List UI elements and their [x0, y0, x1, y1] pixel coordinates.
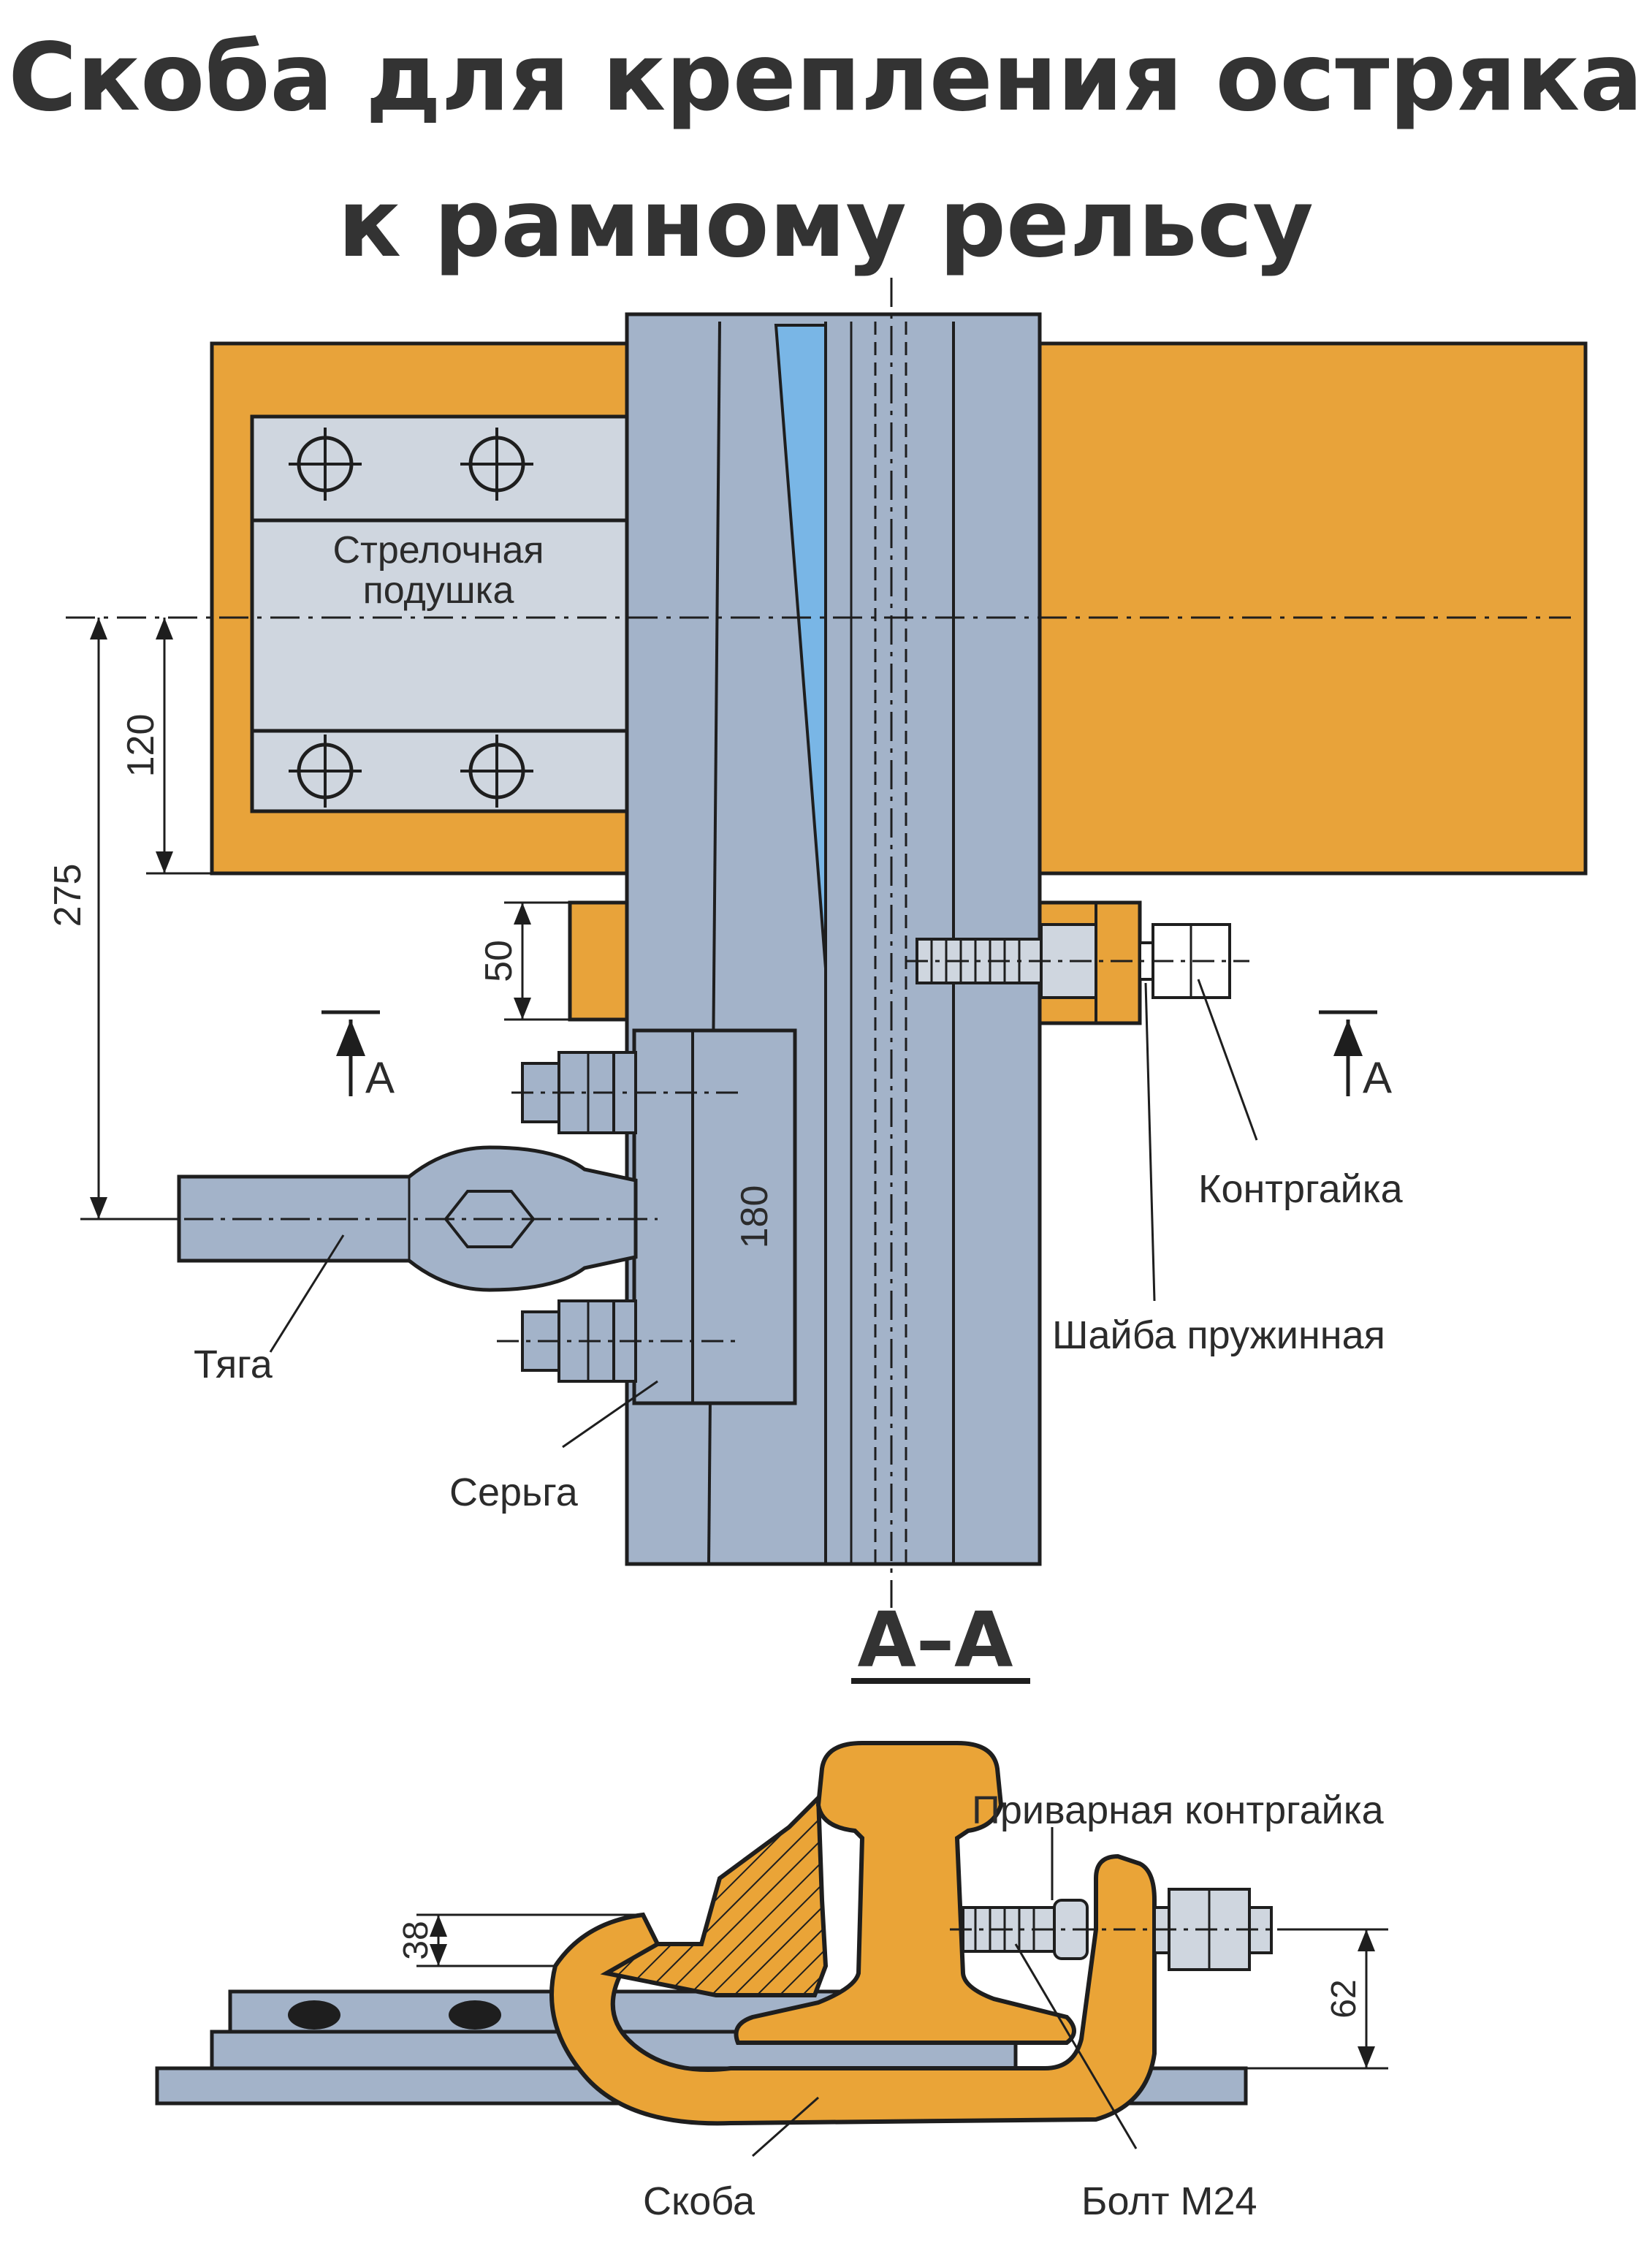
dimension-275 — [80, 618, 179, 1221]
rail-centerlines — [874, 278, 907, 1608]
earring-bolt-lower — [497, 1299, 738, 1383]
label-pad-line-1: Стрелочная — [332, 529, 544, 572]
dimension-38-label: 38 — [397, 1921, 435, 1959]
dimension-120 — [146, 618, 212, 875]
pad-hole — [289, 734, 362, 808]
section-mark-left — [321, 1010, 380, 1096]
dimension-275-label: 275 — [47, 864, 89, 927]
dimension-180-label: 180 — [734, 1185, 776, 1249]
label-bracket: Скоба — [643, 2179, 755, 2223]
label-welded-locknut: Приварная контргайка — [972, 1788, 1385, 1832]
point-blade — [774, 324, 827, 969]
section-mark-left-letter: А — [365, 1053, 395, 1102]
dimension-50-label: 50 — [478, 940, 520, 982]
leader-lines-section — [752, 1827, 1138, 2157]
frame-rail-section — [734, 1741, 1076, 2045]
dimension-38 — [416, 1913, 643, 1967]
label-rod: Тяга — [194, 1343, 273, 1386]
leader-lines-plan — [269, 979, 1258, 1449]
pad-hole — [289, 428, 362, 501]
dimension-120-label: 120 — [120, 714, 162, 778]
switch-pad: Стрелочная подушка — [250, 414, 634, 813]
title-line-1: Скоба для крепления остряка — [8, 23, 1643, 132]
bolt-m24 — [950, 1888, 1286, 1971]
dimension-62-label: 62 — [1325, 1979, 1363, 2018]
label-bolt-m24: Болт М24 — [1081, 2179, 1257, 2223]
dimension-50 — [504, 901, 570, 1021]
label-locknut: Контргайка — [1198, 1167, 1404, 1211]
label-pad-line-2: подушка — [363, 569, 514, 612]
title-line-2: к рамному рельсу — [338, 170, 1314, 278]
bolt-right — [906, 923, 1249, 999]
pad-hole — [460, 734, 533, 808]
section-mark-right-letter: А — [1363, 1053, 1392, 1102]
rod — [88, 1145, 658, 1292]
section-mark-right — [1319, 1010, 1377, 1096]
earring-bolt-upper — [511, 1051, 738, 1134]
bracket — [549, 1853, 1157, 2126]
section-title: А–А — [858, 1595, 1013, 1685]
label-spring-washer: Шайба пружинная — [1052, 1313, 1385, 1357]
pad-hole — [460, 428, 533, 501]
dimension-62 — [1246, 1928, 1388, 2070]
label-earring: Серьга — [449, 1470, 579, 1514]
point-blade-section — [600, 1793, 829, 1997]
